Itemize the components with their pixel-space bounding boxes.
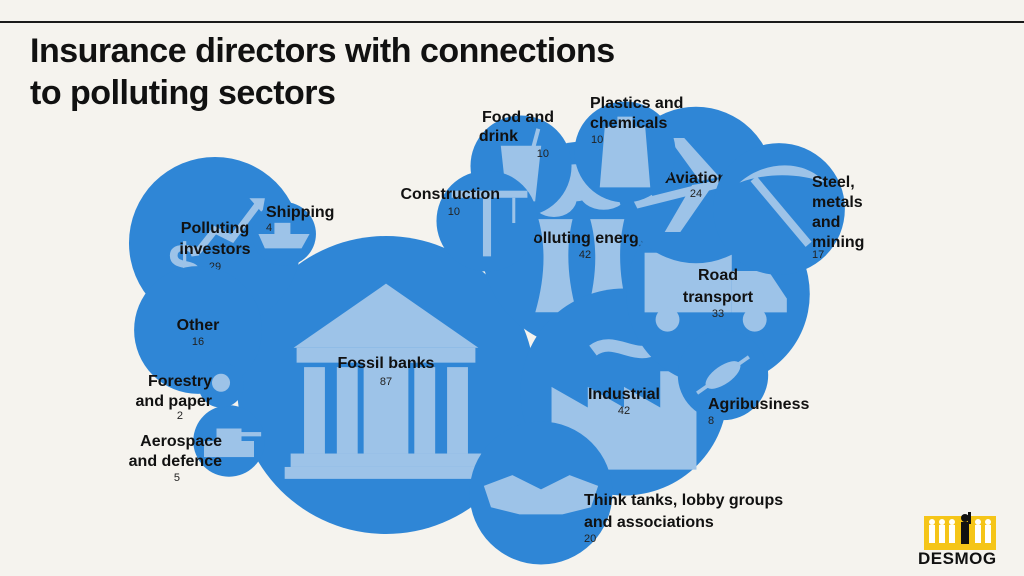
bank-icon: [284, 283, 488, 479]
bubble-value: 20: [584, 533, 596, 545]
bubble-label: and associations: [584, 514, 714, 531]
top-rule: [0, 21, 1024, 23]
bubble-label: Plastics and: [590, 95, 683, 112]
bubble-label: and paper: [136, 393, 212, 410]
bottle-icon: [599, 116, 651, 188]
bubble-label: Construction: [400, 186, 500, 203]
ship-icon: [258, 222, 310, 249]
bubble-value: 8: [708, 415, 714, 427]
tree-icon: [211, 373, 231, 392]
bubble-value: 87: [380, 376, 392, 388]
bubble-think-tanks-lobby-groups-and-associations: Think tanks, lobby groups and association…: [469, 421, 783, 565]
handshake-icon: [483, 475, 599, 515]
bubble-label: and: [812, 214, 840, 231]
bubble-value: 4: [266, 222, 272, 234]
chart-title: Insurance directors with connections to …: [30, 30, 615, 114]
bubble-label: Polluting energy: [522, 230, 647, 247]
bubble-agribusiness: Agribusiness 8: [677, 329, 809, 427]
crane-icon: [451, 190, 528, 257]
bubble-label: Aerospace: [140, 433, 222, 450]
title-line-2: to polluting sectors: [30, 74, 336, 112]
bubble-label: Polluting: [181, 220, 249, 237]
bubble-label: Other: [177, 317, 220, 334]
bubble-construction: Construction 10: [400, 170, 538, 272]
bubble-value: 10: [591, 134, 603, 146]
bubble-value: 17: [812, 249, 824, 261]
bubble-other: Other 16: [134, 266, 262, 394]
bubble-value: 24: [690, 188, 702, 200]
bubble-circle: [134, 266, 262, 394]
logo-text: DESMOG: [918, 549, 997, 568]
pickaxe-icon: [739, 165, 826, 247]
bubble-label: metals: [812, 194, 863, 211]
bubble-plastics-and-chemicals: Plastics and chemicals 10: [574, 95, 683, 203]
bubble-label: mining: [812, 234, 864, 251]
bubble-label: transport: [683, 289, 754, 306]
bubble-label: Industrial: [588, 386, 660, 403]
bubble-value: 5: [174, 472, 180, 484]
wheat-icon: [696, 355, 750, 395]
bubble-label: and defence: [129, 453, 222, 470]
tank-icon: [203, 428, 262, 458]
bubble-label: drink: [479, 128, 518, 145]
title-line-1: Insurance directors with connections: [30, 32, 615, 70]
bubble-value: 2: [177, 410, 183, 422]
bubble-label: Steel,: [812, 174, 855, 191]
desmog-logo-icon: [924, 512, 996, 550]
bubble-value: 42: [579, 249, 591, 261]
bubble-aerospace-and-defence: Aerospace and defence 5: [129, 405, 265, 484]
bubble-label: Road: [698, 267, 738, 284]
bubble-value: 10: [448, 206, 460, 218]
bubble-label: chemicals: [590, 115, 667, 132]
bubble-value: 10: [537, 148, 549, 160]
bubble-label: Agribusiness: [708, 396, 809, 413]
bubble-label: Think tanks, lobby groups: [584, 492, 783, 509]
bubble-label: Forestry: [148, 373, 212, 390]
bubble-label: Food and: [482, 109, 554, 126]
bubble-label: Fossil banks: [338, 355, 435, 372]
bubble-fossil-banks: Fossil banks 87: [237, 236, 535, 534]
bubble-label: Aviation: [665, 170, 728, 187]
bubble-value: 16: [192, 336, 204, 348]
bubble-label: investors: [179, 241, 250, 258]
bubble-label: Shipping: [266, 204, 334, 221]
bubble-value: 42: [618, 405, 630, 417]
bubble-value: 33: [712, 308, 724, 320]
